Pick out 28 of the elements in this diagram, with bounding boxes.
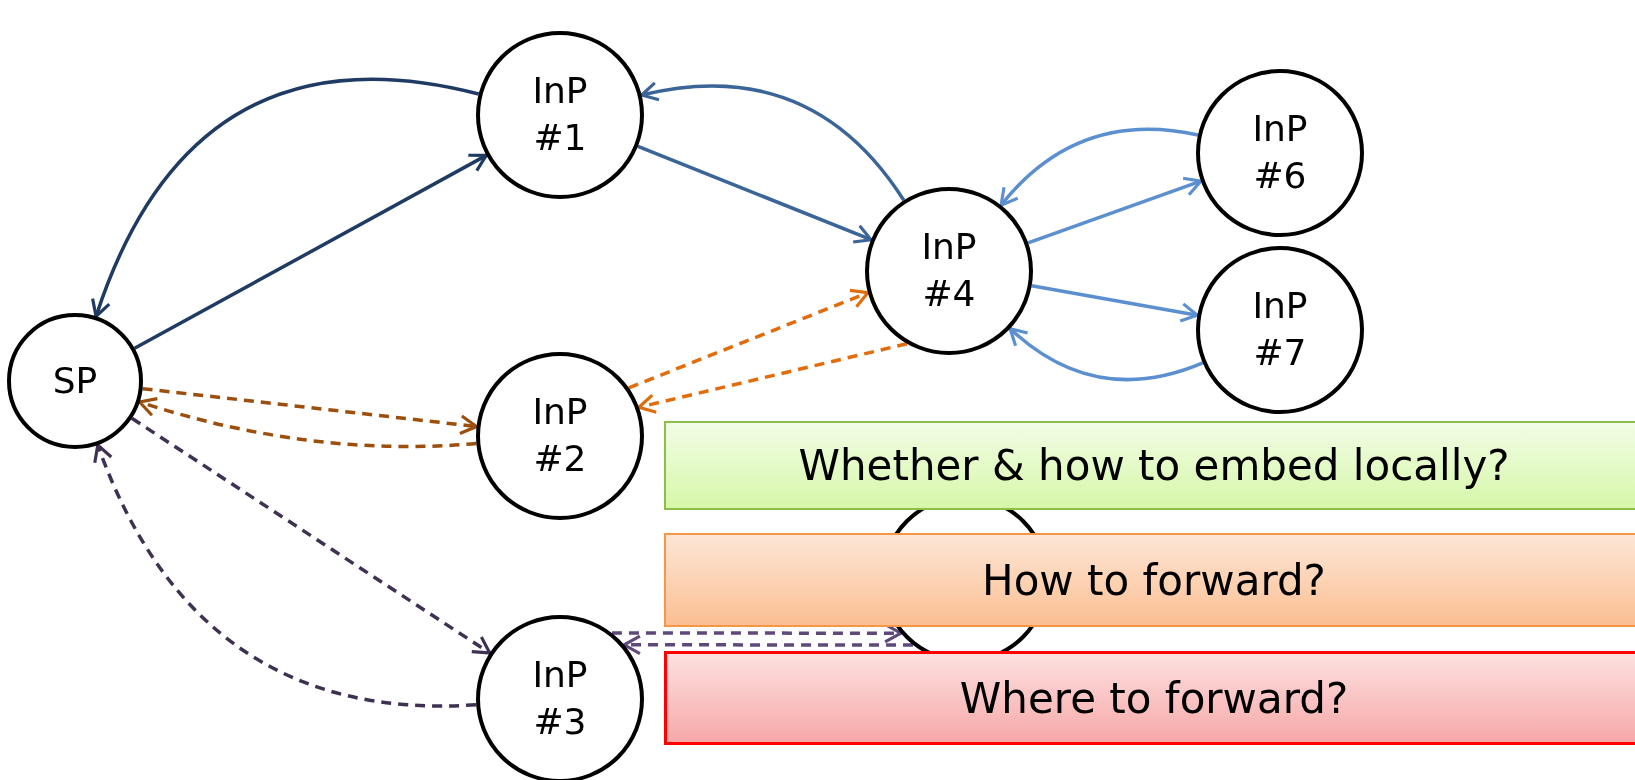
arrow	[91, 77, 480, 318]
question-overlay-tooltip	[664, 421, 1635, 510]
question-overlay-tooltip	[664, 533, 1635, 627]
arrow	[93, 443, 477, 708]
question-text: Whether & how to embed locally?	[798, 441, 1510, 490]
arrow	[637, 144, 873, 244]
arrow	[640, 81, 906, 202]
node-label: InP #6	[1251, 107, 1309, 198]
node-label: InP #1	[531, 69, 589, 160]
question-overlay-tooltip	[664, 651, 1635, 745]
node-label: InP #7	[1251, 284, 1309, 375]
question-text: How to forward?	[982, 555, 1326, 605]
question-text: Where to forward?	[959, 673, 1349, 723]
arrow	[1027, 176, 1203, 245]
arrow	[628, 288, 870, 390]
arrow	[637, 342, 908, 414]
arrow	[138, 396, 477, 449]
arrow	[622, 634, 914, 656]
node-label: InP #4	[920, 225, 978, 316]
node-label: InP #2	[531, 390, 589, 481]
arrow	[999, 127, 1199, 207]
arrow	[1031, 284, 1199, 323]
arrow	[1008, 327, 1204, 382]
arrow	[142, 386, 479, 436]
arrow	[133, 153, 488, 350]
node-label: InP #3	[531, 653, 589, 744]
node-label: SP	[51, 358, 99, 403]
arrow	[130, 416, 492, 655]
